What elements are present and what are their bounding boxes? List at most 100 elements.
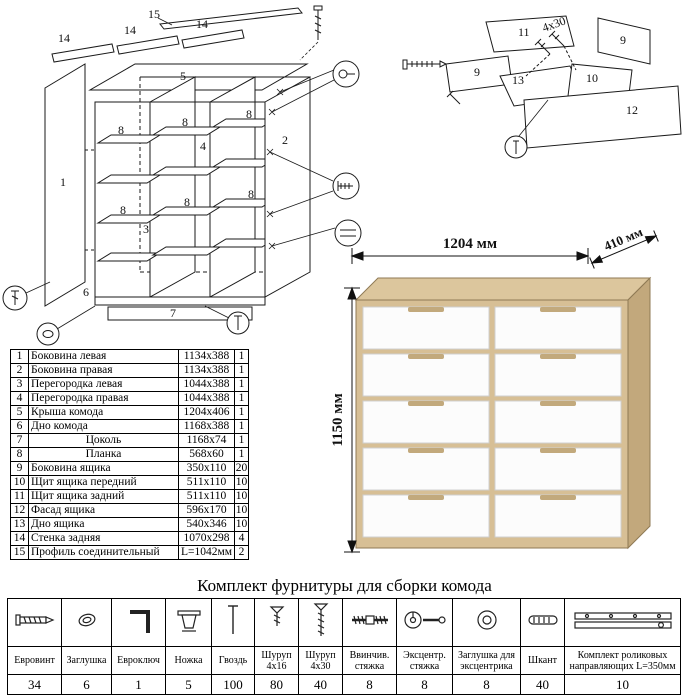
hardware-name: Ввинчив. стяжка <box>342 646 397 675</box>
part-label: 8 <box>246 107 252 121</box>
hardware-icon-cell <box>520 598 565 647</box>
parts-cell-qty: 4 <box>234 531 249 546</box>
part-label: 13 <box>512 73 524 87</box>
part-15-profile-shape <box>159 7 303 30</box>
parts-cell-size: 596x170 <box>178 503 235 518</box>
screw-guide-line <box>525 53 551 77</box>
screw-4x30-icon <box>548 30 565 47</box>
rail-bracket-icon <box>340 229 356 237</box>
part-label: 15 <box>148 7 160 21</box>
parts-cell-name: Боковина ящика <box>28 461 179 476</box>
parts-cell-num: 6 <box>10 419 29 434</box>
parts-cell-qty: 1 <box>234 391 249 406</box>
part-label: 8 <box>182 115 188 129</box>
cap-small-icon <box>42 330 54 338</box>
parts-cell-name: Дно ящика <box>28 517 179 532</box>
parts-cell-qty: 10 <box>234 517 249 532</box>
part-label: 14 <box>124 23 136 37</box>
dresser-render: 1204 мм 410 мм 1150 мм <box>330 230 659 554</box>
hardware-icon-cell <box>254 598 299 647</box>
screw-long-icon <box>313 603 328 636</box>
hardware-qty: 80 <box>254 674 299 695</box>
parts-cell-size: 1204x406 <box>178 405 235 420</box>
parts-cell-num: 13 <box>10 517 29 532</box>
screw-vertical-icon <box>313 5 323 40</box>
parts-cell-name: Цоколь <box>28 433 179 448</box>
parts-cell-qty: 1 <box>234 419 249 434</box>
hardware-icon-cell <box>111 598 166 647</box>
width-dimension-label: 1204 мм <box>443 236 497 252</box>
part-12-facade-shape <box>523 85 682 149</box>
hardware-icon-cell <box>396 598 453 647</box>
wood-dowel-icon <box>527 615 558 625</box>
parts-cell-size: 511x110 <box>178 475 235 490</box>
part-label: 10 <box>586 71 598 85</box>
parts-cell-qty: 1 <box>234 433 249 448</box>
parts-cell-qty: 10 <box>234 503 249 518</box>
parts-cell-size: 1168x74 <box>178 433 235 448</box>
screw-small-icon <box>446 90 461 105</box>
callout-leader-line <box>518 99 549 137</box>
screw-4x30-icon <box>534 38 551 55</box>
parts-cell-qty: 2 <box>234 545 249 560</box>
hardware-qty: 8 <box>342 674 397 695</box>
parts-cell-size: 1134x388 <box>178 363 235 378</box>
hardware-icon-cell <box>298 598 343 647</box>
parts-cell-num: 5 <box>10 405 29 420</box>
parts-cell-qty: 1 <box>234 377 249 392</box>
hardware-icon-cell <box>165 598 212 647</box>
part-1-left-side-shape <box>44 63 86 307</box>
dimension-depth <box>589 230 659 269</box>
parts-cell-num: 11 <box>10 489 29 504</box>
part-label: 3 <box>143 222 149 236</box>
parts-cell-qty: 1 <box>234 447 249 462</box>
hardware-names-row: Евровинт Заглушка Евроключ Ножка Гвоздь … <box>7 646 681 675</box>
parts-cell-name: Боковина правая <box>28 363 179 378</box>
hardware-name: Гвоздь <box>211 646 255 675</box>
parts-cell-name: Щит ящика задний <box>28 489 179 504</box>
parts-cell-name: Щит ящика передний <box>28 475 179 490</box>
parts-cell-num: 15 <box>10 545 29 560</box>
nail-small-icon <box>513 140 519 154</box>
drawer-fasteners <box>402 30 577 159</box>
carcass-exploded-diagram: 15 14 14 14 5 1 2 3 4 6 7 8 8 8 8 8 8 <box>2 5 362 346</box>
part-label: 2 <box>282 133 288 147</box>
parts-cell-num: 8 <box>10 447 29 462</box>
parts-cell-size: 1168x388 <box>178 419 235 434</box>
hardware-name: Шуруп 4х30 <box>298 646 343 675</box>
euro-screw-icon <box>402 59 448 70</box>
nail-icon <box>228 605 238 634</box>
hardware-icon-cell <box>211 598 255 647</box>
part-label: 11 <box>518 25 530 39</box>
parts-cell-size: 568x60 <box>178 447 235 462</box>
part-label: 9 <box>474 65 480 79</box>
part-label: 8 <box>248 187 254 201</box>
callout-leader-lines <box>25 17 336 330</box>
drawer-slide-icon <box>573 612 672 629</box>
parts-cell-size: 350x110 <box>178 461 235 476</box>
hardware-name: Евровинт <box>7 646 62 675</box>
euro-screw-icon <box>337 181 353 191</box>
callout-rail-bracket <box>334 219 362 247</box>
drawer-exploded-diagram: 11 4x30 9 9 13 10 12 <box>402 13 682 159</box>
fastener-x-marks <box>266 88 284 250</box>
parts-cell-size: 1044x388 <box>178 391 235 406</box>
hardware-icon-cell <box>564 598 681 647</box>
dresser-top-face <box>354 277 652 301</box>
parts-cell-size: L=1042мм <box>178 545 235 560</box>
parts-cell-qty: 10 <box>234 475 249 490</box>
euro-screw-icon <box>14 614 55 626</box>
screw-guide-line <box>563 45 577 71</box>
callouts <box>2 5 362 346</box>
parts-cell-name: Перегородка левая <box>28 377 179 392</box>
